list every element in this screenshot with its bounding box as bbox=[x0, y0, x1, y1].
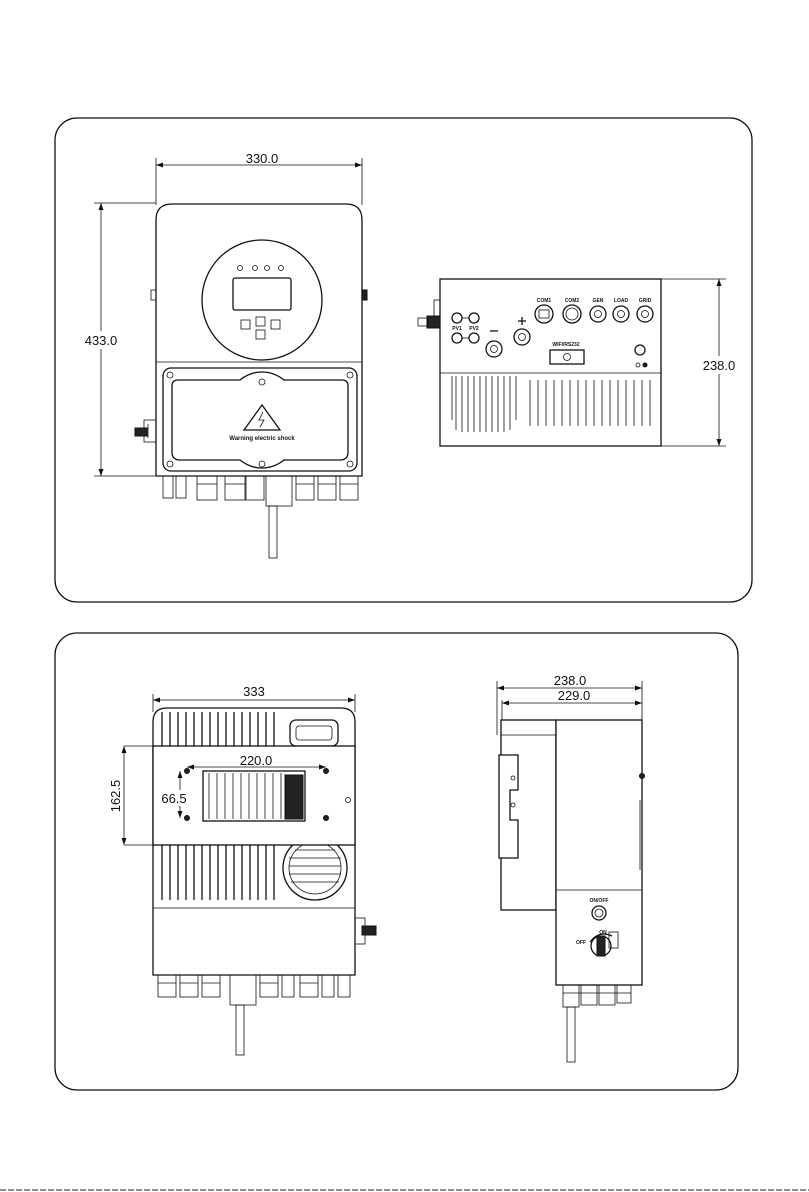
dc-switch-side-handle bbox=[135, 420, 156, 442]
wifi-antenna-back bbox=[236, 1005, 244, 1055]
onoff-label: ON/OFF bbox=[590, 898, 609, 904]
bracket-width-dim: 220.0 bbox=[240, 753, 273, 768]
bracket-height-dim: 162.5 bbox=[108, 780, 123, 813]
knob-on-label: ON bbox=[599, 930, 607, 936]
back-view: 333 bbox=[108, 684, 376, 1055]
com2-label: COM2 bbox=[565, 298, 580, 304]
front-height-dim: 433.0 bbox=[85, 333, 118, 348]
grid-label: GRID bbox=[639, 298, 652, 304]
com1-label: COM1 bbox=[537, 298, 552, 304]
knob-off-label: OFF bbox=[576, 940, 586, 946]
wifi-antenna-side bbox=[567, 1007, 575, 1062]
bottom-depth-dim: 238.0 bbox=[703, 358, 736, 373]
dc-switch-back-handle bbox=[355, 918, 376, 944]
back-width-dim: 333 bbox=[243, 684, 265, 699]
warning-label: Warning electric shock bbox=[229, 436, 295, 442]
pv2-label: PV2 bbox=[469, 326, 479, 332]
front-view: 330.0 433.0 bbox=[80, 151, 367, 558]
side-view: 238.0 229.0 ON/OFF ON OFF bbox=[497, 673, 645, 1062]
load-label: LOAD bbox=[614, 298, 629, 304]
cable-glands-front bbox=[163, 476, 358, 558]
wifi-rs232-label: WIFI/RS232 bbox=[552, 342, 579, 348]
pv1-label: PV1 bbox=[452, 326, 462, 332]
side-total-depth-dim: 238.0 bbox=[554, 673, 587, 688]
dc-switch-bottom-handle bbox=[418, 316, 440, 328]
wifi-antenna bbox=[269, 506, 277, 558]
cable-glands-back bbox=[158, 975, 350, 1055]
gen-label: GEN bbox=[593, 298, 604, 304]
bottom-view: 238.0 PV1 PV2 bbox=[418, 279, 739, 446]
cable-glands-side bbox=[563, 985, 631, 1062]
side-body-depth-dim: 229.0 bbox=[558, 688, 591, 703]
front-width-dim: 330.0 bbox=[246, 151, 279, 166]
hole-spacing-dim: 66.5 bbox=[161, 791, 186, 806]
